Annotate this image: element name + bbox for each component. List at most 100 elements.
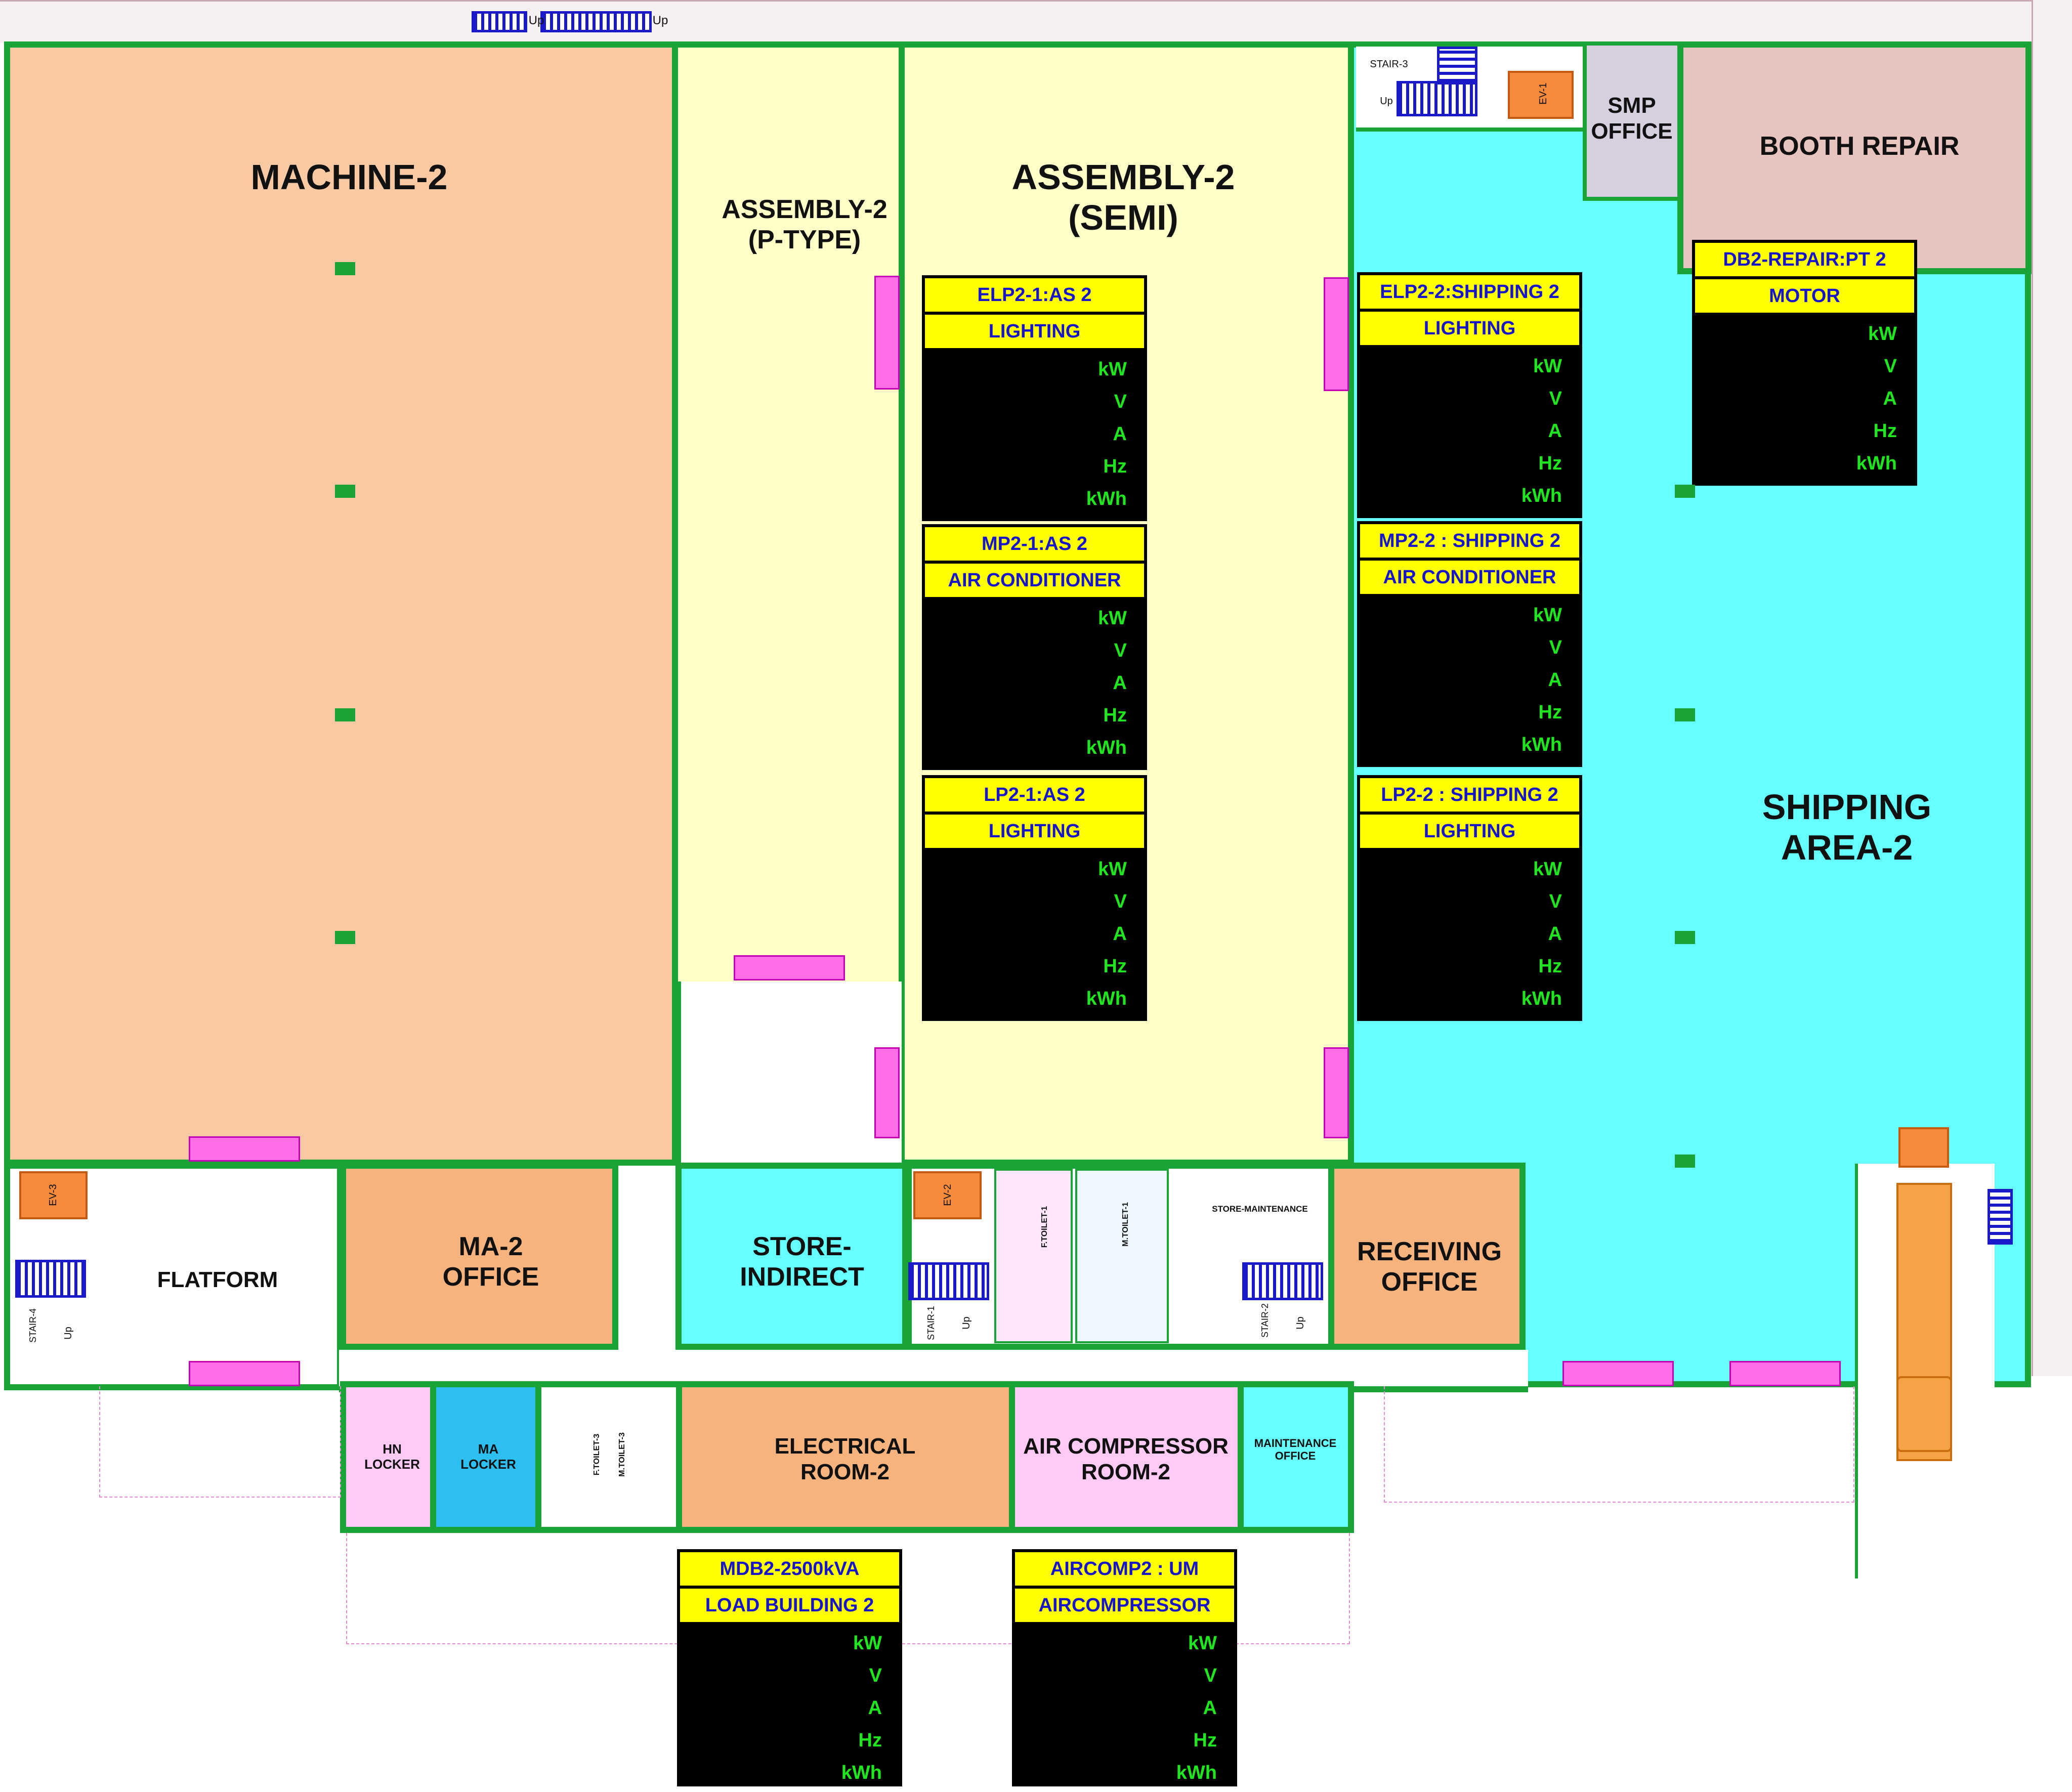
room-ma-locker[interactable] xyxy=(430,1381,541,1533)
room-assembly-ptype-label: ASSEMBLY-2 (P-TYPE) xyxy=(722,195,887,254)
stair-dock[interactable] xyxy=(1988,1189,2013,1245)
room-ma-2-office[interactable] xyxy=(340,1163,618,1350)
column xyxy=(335,708,355,721)
column xyxy=(335,931,355,944)
top-stair-up-2: Up xyxy=(652,14,668,28)
column xyxy=(335,262,355,275)
panel-title: MP2-2 : SHIPPING 2 xyxy=(1360,524,1579,561)
reading-a: A xyxy=(1548,923,1562,945)
reading-kw: kW xyxy=(1098,358,1127,380)
column xyxy=(1675,485,1695,498)
door-8[interactable] xyxy=(1562,1361,1674,1386)
reading-a: A xyxy=(1113,423,1127,445)
f-toilet-3-label: F.TOILET-3 xyxy=(592,1433,601,1476)
reading-v: V xyxy=(1549,890,1562,912)
panel-load: LIGHTING xyxy=(1360,312,1579,348)
reading-hz: Hz xyxy=(1103,955,1127,977)
reading-kw: kW xyxy=(853,1632,882,1654)
toilet-3-block xyxy=(535,1381,682,1533)
panel-load: LOAD BUILDING 2 xyxy=(680,1589,899,1625)
reading-kwh: kWh xyxy=(1521,485,1562,506)
door-5[interactable] xyxy=(874,1047,900,1138)
reading-v: V xyxy=(1884,355,1897,377)
m-toilet-1[interactable] xyxy=(1075,1169,1169,1343)
panel-title: LP2-2 : SHIPPING 2 xyxy=(1360,778,1579,815)
door-7[interactable] xyxy=(1324,1047,1349,1138)
reading-hz: Hz xyxy=(1538,701,1562,723)
column xyxy=(1675,1155,1695,1168)
stair-4[interactable] xyxy=(15,1260,86,1298)
ev-1-label: EV-1 xyxy=(1537,82,1549,105)
room-machine-2-label: MACHINE-2 xyxy=(250,157,448,197)
reading-kwh: kWh xyxy=(1086,488,1127,509)
outdoor-outline-left xyxy=(99,1386,341,1498)
room-smp-office[interactable] xyxy=(1583,41,1681,201)
reading-hz: Hz xyxy=(858,1729,882,1751)
stair-3-flight[interactable] xyxy=(1437,47,1477,84)
door-6[interactable] xyxy=(1324,277,1349,391)
truck-cab xyxy=(1896,1376,1952,1452)
panel-load: LIGHTING xyxy=(925,315,1144,351)
ev-2[interactable] xyxy=(913,1171,982,1219)
reading-kwh: kWh xyxy=(1086,988,1127,1009)
reading-kw: kW xyxy=(1533,858,1562,880)
ev-1[interactable] xyxy=(1508,71,1574,119)
top-stair-right[interactable] xyxy=(540,11,652,32)
room-assembly-semi-label: ASSEMBLY-2 (SEMI) xyxy=(1011,157,1235,238)
room-air-compressor-room-2-label: AIR COMPRESSOR ROOM-2 xyxy=(1023,1434,1229,1484)
room-air-compressor-room-2[interactable] xyxy=(1009,1381,1244,1533)
room-store-indirect[interactable] xyxy=(675,1163,908,1350)
panel-title: DB2-REPAIR:PT 2 xyxy=(1695,243,1914,279)
stair-1[interactable] xyxy=(908,1262,989,1300)
door-1[interactable] xyxy=(189,1136,300,1162)
f-toilet-1[interactable] xyxy=(994,1169,1073,1343)
reading-kw: kW xyxy=(1098,607,1127,629)
stair-4-up-label: Up xyxy=(62,1327,74,1340)
room-receiving-office[interactable] xyxy=(1328,1163,1526,1350)
room-ma-2-office-label: MA-2 OFFICE xyxy=(442,1232,539,1292)
column xyxy=(1675,708,1695,721)
stair-1-up-label: Up xyxy=(960,1316,972,1330)
reading-v: V xyxy=(1204,1665,1217,1686)
room-machine-2[interactable] xyxy=(4,41,678,1166)
room-store-indirect-label: STORE- INDIRECT xyxy=(740,1232,864,1292)
room-receiving-office-label: RECEIVING OFFICE xyxy=(1357,1237,1502,1297)
room-maintenance-office[interactable] xyxy=(1238,1381,1354,1533)
room-electrical-room-2[interactable] xyxy=(676,1381,1015,1533)
room-maintenance-office-label: MAINTENANCE OFFICE xyxy=(1254,1436,1337,1462)
room-booth-repair[interactable] xyxy=(1677,41,2032,274)
ev-3[interactable] xyxy=(19,1171,88,1219)
top-corridor xyxy=(0,0,2032,43)
door-2[interactable] xyxy=(189,1361,300,1386)
reading-a: A xyxy=(1883,388,1897,409)
reading-kw: kW xyxy=(1533,355,1562,377)
reading-kw: kW xyxy=(1868,323,1897,345)
stair-2[interactable] xyxy=(1242,1262,1323,1300)
reading-v: V xyxy=(1549,388,1562,409)
reading-v: V xyxy=(1114,391,1127,412)
room-hn-locker[interactable] xyxy=(340,1381,436,1533)
door-3[interactable] xyxy=(734,955,845,980)
reading-v: V xyxy=(1114,890,1127,912)
reading-kwh: kWh xyxy=(1856,452,1897,474)
door-9[interactable] xyxy=(1729,1361,1841,1386)
reading-kwh: kWh xyxy=(1086,737,1127,758)
reading-hz: Hz xyxy=(1103,455,1127,477)
reading-v: V xyxy=(1114,639,1127,661)
stair-3[interactable] xyxy=(1397,81,1477,116)
door-4[interactable] xyxy=(874,276,900,390)
top-stair-left[interactable] xyxy=(472,11,527,32)
panel-title: LP2-1:AS 2 xyxy=(925,778,1144,815)
room-assembly-ptype[interactable] xyxy=(672,41,905,988)
f-toilet-1-label: F.TOILET-1 xyxy=(1040,1206,1049,1248)
